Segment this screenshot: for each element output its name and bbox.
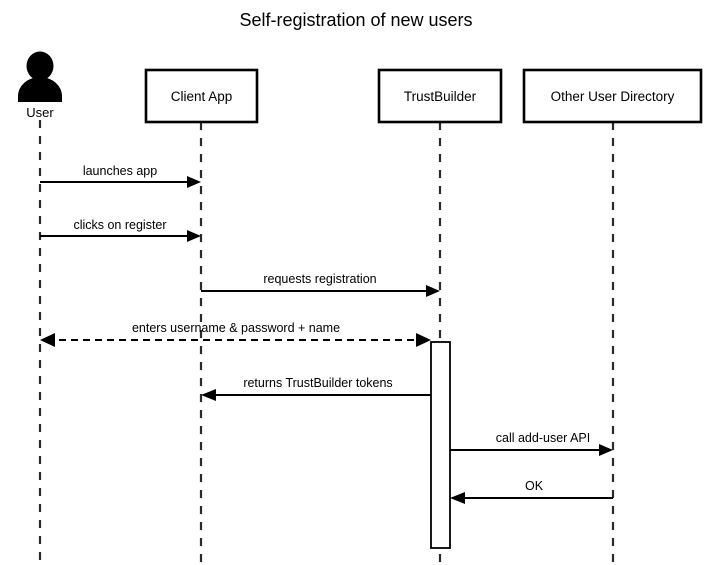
message-requests-registration[interactable]: requests registration [201,272,440,297]
message-label: returns TrustBuilder tokens [243,376,392,390]
participant-box-client-app[interactable] [144,68,259,124]
arrowhead-right-icon [426,285,440,297]
message-label: call add-user API [496,431,591,445]
message-label: requests registration [263,272,376,286]
arrowhead-left-icon [40,333,55,347]
participant-user[interactable]: User [18,51,62,121]
participant-client-app[interactable]: Client App [144,68,259,124]
participant-label-client-app: Client App [171,89,233,104]
arrowhead-right-icon [416,333,431,347]
page-title: Self-registration of new users [239,10,472,30]
message-clicks-on-register[interactable]: clicks on register [40,218,201,242]
message-ok[interactable]: OK [450,479,613,504]
activation-bar-trustbuilder [430,341,451,549]
message-call-add-user-api[interactable]: call add-user API [450,431,613,456]
message-enters-username-password-name[interactable]: enters username & password + name [40,321,431,347]
participant-trustbuilder[interactable]: TrustBuilder [377,68,503,124]
person-icon [18,51,62,102]
message-label: clicks on register [73,218,166,232]
arrowhead-right-icon [187,176,201,188]
arrowhead-left-icon [201,389,216,401]
arrowhead-right-icon [599,444,613,456]
message-label: enters username & password + name [132,321,340,335]
participant-label-trustbuilder: TrustBuilder [404,89,477,104]
participant-label-other-user-directory: Other User Directory [551,89,675,104]
message-returns-trustbuilder-tokens[interactable]: returns TrustBuilder tokens [201,376,431,401]
message-label: OK [525,479,544,493]
participant-box-other-user-directory[interactable] [522,68,703,124]
arrowhead-left-icon [450,492,465,504]
message-launches-app[interactable]: launches app [40,164,201,188]
participant-other-user-directory[interactable]: Other User Directory [522,68,703,124]
participant-label-user: User [26,105,54,120]
participant-box-trustbuilder[interactable] [377,68,503,124]
arrowhead-right-icon [187,230,201,242]
message-label: launches app [83,164,157,178]
